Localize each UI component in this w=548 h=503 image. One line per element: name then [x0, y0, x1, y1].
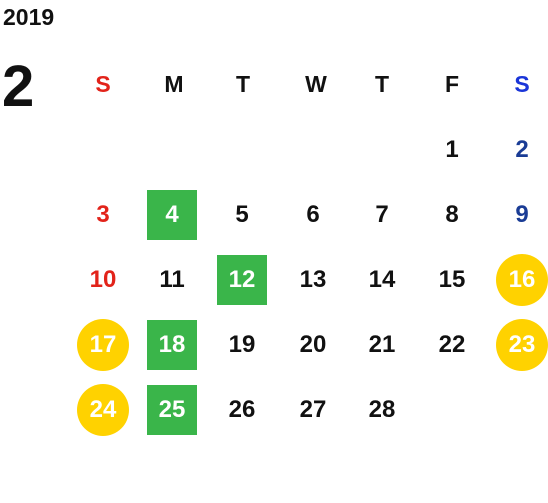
day-number: 17 [89, 331, 117, 358]
day-number: 10 [89, 266, 117, 293]
day-cell[interactable]: 25 [144, 382, 200, 438]
day-cell[interactable]: 22 [424, 317, 480, 373]
day-cell[interactable]: 1 [424, 122, 480, 178]
day-cell[interactable]: 8 [424, 187, 480, 243]
day-number: 22 [438, 331, 466, 358]
day-cell[interactable]: 14 [354, 252, 410, 308]
day-cell[interactable]: 3 [75, 187, 131, 243]
weekday-header-row: S M T W T F S [68, 56, 548, 112]
day-number: 26 [228, 396, 256, 423]
day-number: 5 [235, 201, 249, 228]
day-cell[interactable]: 6 [285, 187, 341, 243]
day-number: 3 [96, 201, 110, 228]
day-number: 7 [375, 201, 389, 228]
day-cell[interactable]: 9 [494, 187, 548, 243]
day-number: 9 [515, 201, 529, 228]
day-cell[interactable]: 10 [75, 252, 131, 308]
day-number: 16 [508, 266, 536, 293]
weekday-wednesday: W [305, 70, 327, 97]
weekday-friday: F [444, 70, 460, 97]
day-number: 13 [299, 266, 327, 293]
day-number: 11 [159, 266, 185, 293]
day-cell[interactable]: 19 [214, 317, 270, 373]
day-number: 25 [158, 396, 186, 423]
day-number: 1 [445, 136, 459, 163]
month-number: 2 [2, 54, 35, 119]
day-cell[interactable]: 24 [75, 382, 131, 438]
day-number: 28 [368, 396, 396, 423]
day-cell[interactable]: 15 [424, 252, 480, 308]
day-number: 23 [508, 331, 536, 358]
day-number: 4 [165, 201, 179, 228]
day-cell[interactable]: 18 [144, 317, 200, 373]
day-cell[interactable]: 11 [144, 252, 200, 308]
day-cell[interactable]: 2 [494, 122, 548, 178]
day-cell[interactable]: 23 [494, 317, 548, 373]
day-cell[interactable]: 27 [285, 382, 341, 438]
day-number: 24 [89, 396, 117, 423]
weekday-saturday: S [514, 70, 530, 97]
day-number: 14 [368, 266, 396, 293]
day-cell[interactable]: 5 [214, 187, 270, 243]
week-row: 3 4 5 6 7 8 9 [68, 187, 548, 243]
day-number: 19 [228, 331, 256, 358]
year-label: 2019 [3, 4, 55, 30]
day-cell[interactable]: 4 [144, 187, 200, 243]
day-cell[interactable]: 20 [285, 317, 341, 373]
day-number: 20 [299, 331, 327, 358]
day-number: 21 [368, 331, 396, 358]
week-row: 10 11 12 13 14 15 16 [68, 252, 548, 308]
day-number: 6 [306, 201, 320, 228]
day-cell[interactable]: 28 [354, 382, 410, 438]
day-cell[interactable]: 16 [494, 252, 548, 308]
day-number: 27 [299, 396, 327, 423]
week-row: 24 25 26 27 28 [68, 382, 548, 438]
day-number: 12 [228, 266, 256, 293]
weekday-sunday: S [95, 70, 111, 97]
day-cell[interactable]: 17 [75, 317, 131, 373]
day-number: 18 [158, 331, 186, 358]
day-cell[interactable]: 7 [354, 187, 410, 243]
day-cell[interactable]: 12 [214, 252, 270, 308]
weekday-monday: M [164, 70, 184, 97]
week-row: 17 18 19 20 21 22 23 [68, 317, 548, 373]
day-number: 15 [438, 266, 466, 293]
weekday-tuesday: T [235, 70, 251, 97]
day-cell[interactable]: 26 [214, 382, 270, 438]
day-cell[interactable]: 21 [354, 317, 410, 373]
day-number: 2 [515, 136, 529, 163]
day-cell[interactable]: 13 [285, 252, 341, 308]
day-number: 8 [445, 201, 459, 228]
weekday-thursday: T [374, 70, 390, 97]
